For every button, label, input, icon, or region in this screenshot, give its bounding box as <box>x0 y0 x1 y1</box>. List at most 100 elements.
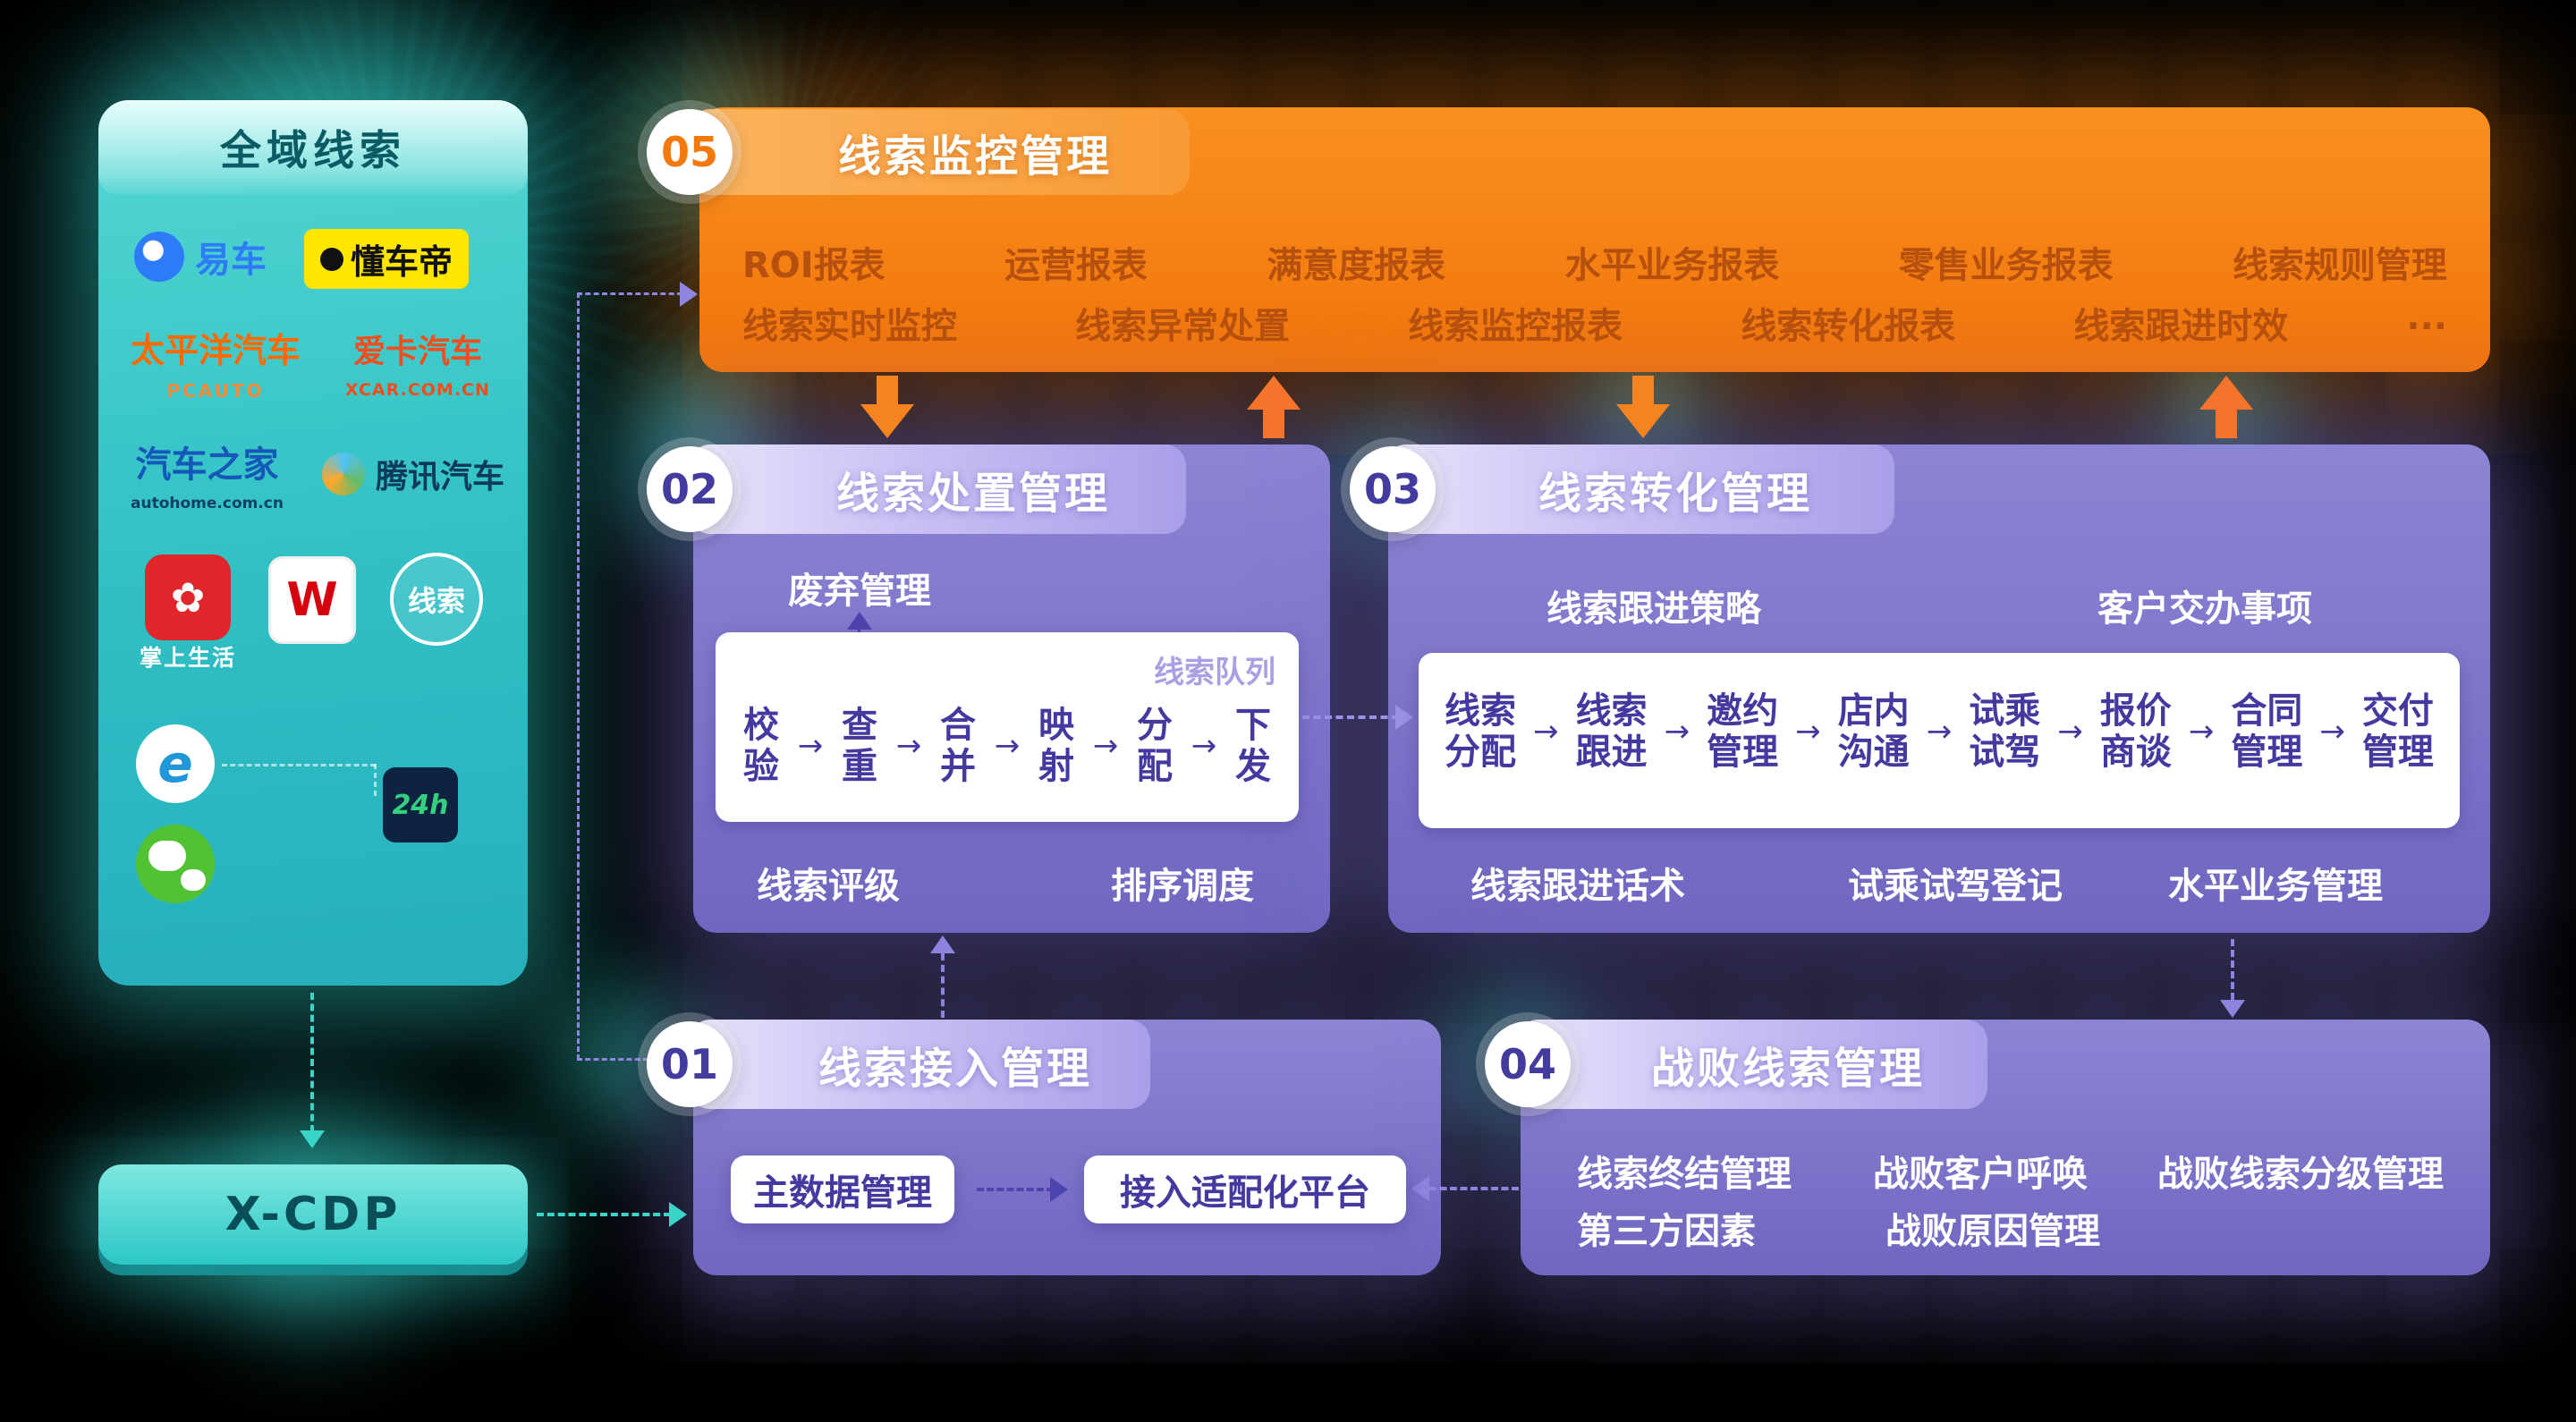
channels-panel-title: 全域线索 <box>98 100 528 195</box>
connector-04-to-01 <box>1429 1187 1519 1190</box>
report-item: 线索异常处置 <box>1075 306 1291 347</box>
arrow-05-to-03-icon <box>1616 376 1670 438</box>
step-arrow-icon <box>1191 728 1217 764</box>
logo-cmblife: ✿ 掌上生活 <box>140 554 236 671</box>
arrow-to-discard-icon <box>847 612 872 630</box>
defeated-lead-grading-label: 战败线索分级管理 <box>2157 1154 2444 1195</box>
yiche-icon <box>134 232 184 282</box>
logo-24h-hotline: 24h <box>383 767 458 842</box>
discard-management-label: 废弃管理 <box>788 571 931 612</box>
step-merge: 合并 <box>940 705 976 787</box>
autohome-label: 汽车之家 <box>135 444 279 486</box>
step-lead-assign: 线索分配 <box>1445 690 1516 773</box>
step-contract: 合同管理 <box>2231 690 2303 773</box>
yiche-label: 易车 <box>195 240 267 281</box>
xcar-sublabel: XCAR.COM.CN <box>345 379 490 400</box>
step-map: 映射 <box>1038 705 1074 787</box>
conversion-steps-row: 线索分配 线索跟进 邀约管理 店内沟通 试乘试驾 报价商谈 合同管理 交付管理 <box>1442 690 2436 773</box>
dongchedi-icon <box>320 247 343 271</box>
report-item: 零售业务报表 <box>1898 245 2114 286</box>
arrow-stem <box>877 376 898 404</box>
wechat-bubble-small <box>181 869 206 891</box>
logo-ie: e <box>136 724 215 803</box>
arrow-02-to-05-icon <box>1247 376 1301 438</box>
logo-xiansuo: 线索 <box>390 553 483 646</box>
report-item: 线索规则管理 <box>2232 245 2447 286</box>
follow-strategy-label: 线索跟进策略 <box>1546 588 1761 630</box>
w-icon: W <box>268 556 356 644</box>
module-03-header: 线索转化管理 <box>1385 444 1894 534</box>
report-item: 线索实时监控 <box>742 306 957 347</box>
module-02-number-badge: 02 <box>647 446 733 532</box>
step-arrow-icon <box>1093 728 1119 764</box>
disposal-steps-row: 校验 查重 合并 映射 分配 下发 <box>741 705 1274 787</box>
step-invite: 邀约管理 <box>1707 690 1779 773</box>
lead-termination-label: 线索终结管理 <box>1577 1154 1792 1195</box>
cmblife-label: 掌上生活 <box>140 645 237 671</box>
connector-masterdata-to-adapter <box>977 1188 1054 1191</box>
ie-icon: e <box>136 724 215 803</box>
cmblife-flower-icon: ✿ <box>145 554 231 640</box>
step-arrow-icon <box>2319 714 2345 749</box>
step-verify: 校验 <box>743 705 779 787</box>
connector-channels-to-xcdp-arrow-icon <box>300 1130 325 1148</box>
module-04-title: 战败线索管理 <box>1650 1044 1925 1094</box>
module-02-header: 线索处置管理 <box>689 444 1186 534</box>
step-arrow-icon <box>2189 714 2215 749</box>
connector-masterdata-arrow-icon <box>1050 1177 1068 1202</box>
module-04-header: 战败线索管理 <box>1517 1020 1987 1109</box>
arrow-stem <box>1263 410 1284 438</box>
connector-02-to-03-arrow-icon <box>1395 705 1413 730</box>
lead-rating-label: 线索评级 <box>757 866 900 907</box>
module-03-number-badge: 03 <box>1350 446 1436 532</box>
report-item: 线索监控报表 <box>1408 306 1623 347</box>
arrow-03-to-05-icon <box>2199 376 2253 438</box>
xcdp-button[interactable]: X-CDP <box>98 1164 528 1265</box>
wechat-icon <box>136 825 215 903</box>
arrow-stem <box>1632 376 1654 404</box>
step-instore-talk: 店内沟通 <box>1837 690 1910 773</box>
report-item: 运营报表 <box>1004 245 1148 286</box>
tencent-auto-label: 腾讯汽车 <box>376 459 505 495</box>
channels-panel: 全域线索 易车 懂车帝 太平洋汽车 PCAUTO 爱卡汽车 XCAR.COM.C… <box>98 100 528 986</box>
logo-w: W <box>268 556 356 644</box>
logo-pcauto: 太平洋汽车 PCAUTO <box>131 331 301 402</box>
report-item: ROI报表 <box>742 245 886 286</box>
tencent-auto-icon <box>322 453 365 495</box>
step-quote-negotiate: 报价商谈 <box>2099 690 2172 773</box>
xcdp-label: X-CDP <box>225 1188 402 1241</box>
dongchedi-label: 懂车帝 <box>351 242 453 282</box>
defeated-customer-recall-label: 战败客户呼唤 <box>1873 1154 2088 1195</box>
module-01-number-badge: 01 <box>647 1021 733 1107</box>
lead-queue-label: 线索队列 <box>1154 655 1275 690</box>
pcauto-sublabel: PCAUTO <box>166 379 265 402</box>
arrow-head <box>1247 376 1301 410</box>
module-02-title: 线索处置管理 <box>835 469 1110 519</box>
module-05-report-row-1: ROI报表 运营报表 满意度报表 水平业务报表 零售业务报表 线索规则管理 <box>742 236 2447 288</box>
logo-autohome: 汽车之家 autohome.com.cn <box>131 445 284 512</box>
logo-xcar: 爱卡汽车 XCAR.COM.CN <box>345 334 490 399</box>
module-05-title: 线索监控管理 <box>837 131 1112 182</box>
connector-01-to-05-bottom <box>577 1058 648 1061</box>
step-arrow-icon <box>1795 714 1821 749</box>
step-arrow-icon <box>1533 714 1559 749</box>
connector-xcdp-to-01 <box>537 1213 671 1216</box>
channel-connector <box>374 764 377 796</box>
lead-queue-panel <box>716 632 1299 822</box>
thirdparty-factor-label: 第三方因素 <box>1577 1211 1756 1252</box>
defeat-reason-label: 战败原因管理 <box>1885 1211 2100 1252</box>
module-05-report-row-2: 线索实时监控 线索异常处置 线索监控报表 线索转化报表 线索跟进时效 ... <box>742 297 2447 349</box>
connector-03-to-04-arrow-icon <box>2220 1000 2245 1018</box>
pcauto-label: 太平洋汽车 <box>131 331 301 370</box>
report-item: 线索转化报表 <box>1741 306 1956 347</box>
report-item: 满意度报表 <box>1267 245 1446 286</box>
logo-yiche: 易车 <box>134 231 267 283</box>
module-05-number-badge: 05 <box>647 109 733 195</box>
step-arrow-icon <box>798 728 824 764</box>
module-01-title: 线索接入管理 <box>818 1044 1092 1094</box>
connector-02-to-03 <box>1302 715 1399 719</box>
step-arrow-icon <box>896 728 922 764</box>
connector-03-to-04 <box>2231 939 2234 1000</box>
connector-01-to-02-arrow-icon <box>930 935 955 953</box>
xcar-label: 爱卡汽车 <box>352 334 482 370</box>
